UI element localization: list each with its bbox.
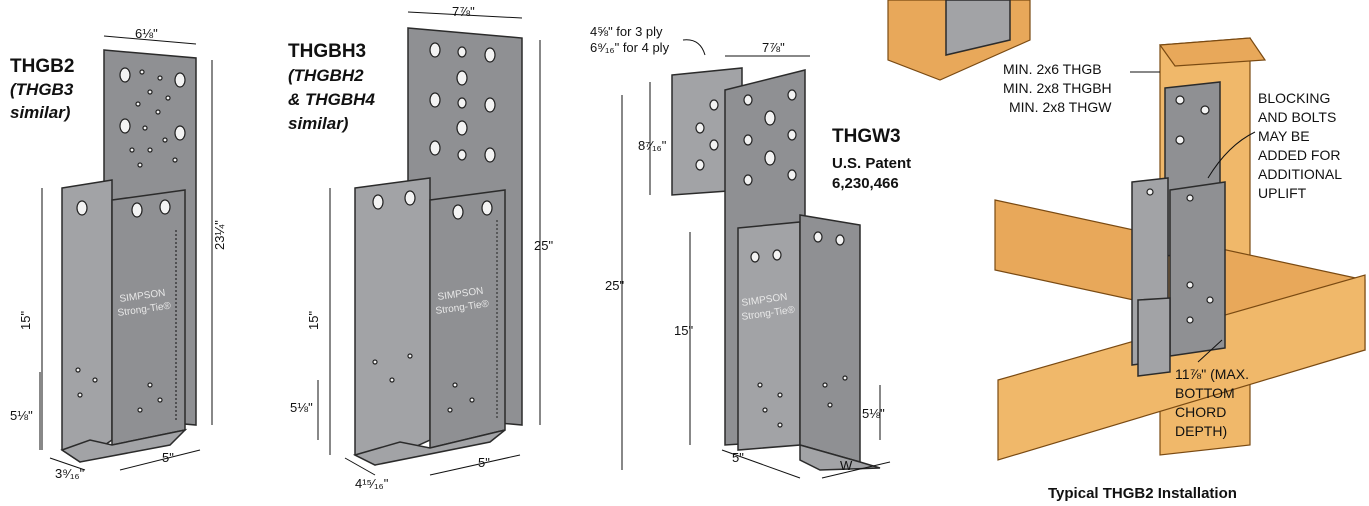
thgw3-model-label: THGW3 <box>832 126 901 147</box>
thgw3-dim-depth: 5" <box>732 450 744 465</box>
thgb2-dim-seat: 5⅛" <box>10 408 33 423</box>
thgbh3-holes <box>429 42 496 163</box>
thgbh3-seat <box>352 429 506 466</box>
thgw3-seat <box>799 444 881 471</box>
thgw3-dim-height-total: 25" <box>605 278 624 293</box>
thgb2-dim-width-top: 6⅛" <box>135 26 158 41</box>
thgb2-seat <box>60 428 188 463</box>
thgb2-holes <box>119 67 186 168</box>
cross-member-lower <box>997 274 1366 461</box>
thgw3-right-side <box>799 214 861 463</box>
min-line3: MIN. 2x8 THGW <box>1009 99 1112 115</box>
blocking-line2: AND BOLTS <box>1258 109 1336 125</box>
chord-line4: DEPTH) <box>1175 423 1227 439</box>
thgw3-patent-line1: U.S. Patent <box>832 155 911 172</box>
min-line1: MIN. 2x6 THGB <box>1003 61 1102 77</box>
thgw3-dim-height-side: 15" <box>674 323 693 338</box>
blocking-line1: BLOCKING <box>1258 90 1330 106</box>
chord-line3: CHORD <box>1175 404 1226 420</box>
blocking-line4: ADDED FOR <box>1258 147 1340 163</box>
thgb2-model-label: THGB2 <box>10 56 74 77</box>
thgbh3-dim-width-top: 7⅞" <box>452 4 475 19</box>
thgw3-holes <box>743 89 797 186</box>
install-nail-plate <box>1137 297 1171 377</box>
min-line2: MIN. 2x8 THGBH <box>1003 80 1112 96</box>
thgw3-dim-width-top: 7⅞" <box>762 40 785 55</box>
thgbh3-dim-depth: 5" <box>478 455 490 470</box>
thgw3-dim-flange: 8⁷⁄₁₆" <box>638 138 667 153</box>
install-front-plate <box>1169 181 1226 357</box>
thgb2-dim-depth: 5" <box>162 450 174 465</box>
thgb2-dim-height-total: 23¼" <box>212 220 227 250</box>
thgb2-left-side <box>61 179 113 463</box>
thgw3-ply-leader <box>682 39 706 56</box>
thgw3-ply-note1: 4⅝" for 3 ply <box>590 24 663 39</box>
thgbh3-right-side <box>429 189 506 449</box>
thgb2-hanger: THGB2 (THGB3 similar) SIMPSON Strong-Tie… <box>10 26 227 481</box>
top-connector <box>945 0 1011 56</box>
thgw3-ply-note2: 6⁹⁄₁₆" for 4 ply <box>590 40 670 55</box>
thgbh3-model-label: THGBH3 <box>288 41 366 62</box>
thgbh3-dim-height-side: 15" <box>306 311 321 330</box>
thgb2-similar-line2: similar) <box>10 103 71 122</box>
thgw3-hanger: 4⅝" for 3 ply 6⁹⁄₁₆" for 4 ply 7⅞" SIMPS… <box>590 24 911 479</box>
thgbh3-hanger: THGBH3 (THGBH2 & THGBH4 similar) SIMPSON… <box>288 4 553 491</box>
post-top <box>1158 37 1267 67</box>
chord-line1: 11⅞" (MAX. <box>1175 366 1249 382</box>
thgbh3-similar-line2: & THGBH4 <box>288 90 375 109</box>
thgw3-dim-seat: 5⅛" <box>862 406 885 421</box>
installation-caption: Typical THGB2 Installation <box>1048 485 1237 502</box>
thgbh3-similar-line1: (THGBH2 <box>288 66 364 85</box>
thgbh3-dim-height-total: 25" <box>534 238 553 253</box>
thgbh3-left-side <box>354 177 431 466</box>
chord-line2: BOTTOM <box>1175 385 1235 401</box>
thgb2-similar-line1: (THGB3 <box>10 80 74 99</box>
thgbh3-dim-base: 4¹⁵⁄₁₆" <box>355 476 389 491</box>
thgw3-left-side <box>737 221 801 451</box>
thgw3-patent-line2: 6,230,466 <box>832 175 899 192</box>
thgw3-dim-width-var: W <box>840 458 853 473</box>
blocking-line3: MAY BE <box>1258 128 1310 144</box>
thgbh3-dim-seat: 5⅛" <box>290 400 313 415</box>
blocking-leader <box>1207 131 1256 179</box>
installation-illustration: MIN. 2x6 THGB MIN. 2x8 THGBH MIN. 2x8 TH… <box>887 0 1366 502</box>
thgb2-dim-height-side: 15" <box>18 311 33 330</box>
blocking-line5: ADDITIONAL <box>1258 166 1342 182</box>
thgb2-dim-base: 3⁹⁄₁₆" <box>55 466 85 481</box>
blocking-line6: UPLIFT <box>1258 185 1307 201</box>
thgbh3-similar-line3: similar) <box>288 114 349 133</box>
